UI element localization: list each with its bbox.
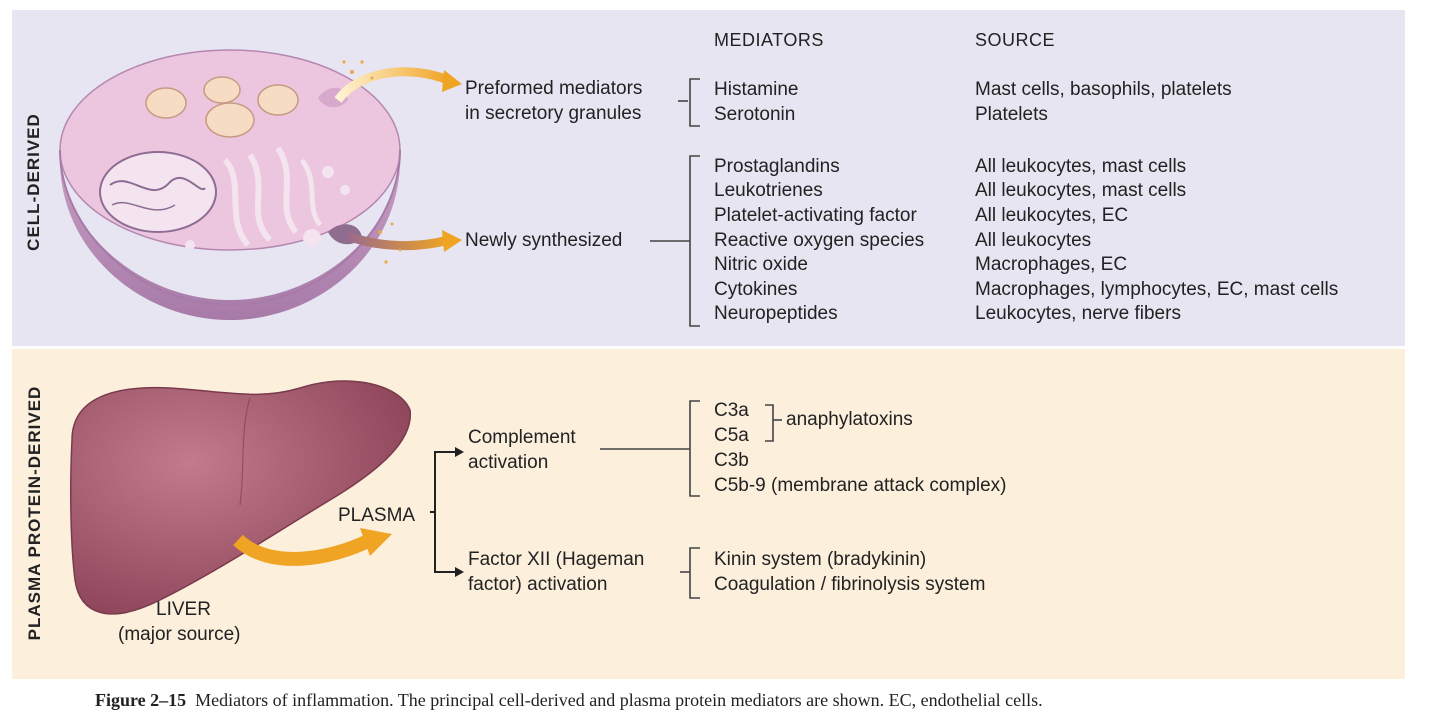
complement-item-c5a: C5a [714,425,749,446]
liver-sublabel: (major source) [118,624,241,645]
preformed-line2: in secretory granules [465,103,642,124]
mediator-row: Neuropeptides [714,303,838,324]
mediator-row: Cytokines [714,279,798,300]
figure-caption-text: Mediators of inflammation. The principal… [195,690,1043,710]
factor-item-coagulation: Coagulation / fibrinolysis system [714,574,986,595]
complement-line1: Complement [468,427,576,448]
preformed-line1: Preformed mediators [465,78,643,99]
complement-item-c3a: C3a [714,400,749,421]
mediator-histamine: Histamine [714,79,799,100]
liver-illustration [70,380,411,615]
source-row: Leukocytes, nerve fibers [975,303,1181,324]
mediator-row: Prostaglandins [714,156,840,177]
cell-derived-label: CELL-DERIVED [24,113,43,251]
source-row: All leukocytes, mast cells [975,156,1187,177]
figure-caption: Figure 2–15 Mediators of inflammation. T… [95,690,1043,711]
mediator-row: Leukotrienes [714,180,823,201]
source-row: Macrophages, lymphocytes, EC, mast cells [975,279,1339,300]
mediator-row: Reactive oxygen species [714,230,925,251]
source-row: All leukocytes [975,230,1092,251]
liver-label: LIVER [156,599,211,620]
mediators-header: MEDIATORS [714,30,824,50]
complement-item-c5b9: C5b-9 (membrane attack complex) [714,475,1007,496]
mediator-row: Platelet-activating factor [714,205,917,226]
source-row: All leukocytes, EC [975,205,1129,226]
source-serotonin: Platelets [975,104,1048,125]
factor-line2: factor) activation [468,574,608,595]
anaphylatoxins-label: anaphylatoxins [786,409,913,430]
source-histamine: Mast cells, basophils, platelets [975,79,1232,100]
plasma-label: PLASMA [338,505,416,526]
source-row: Macrophages, EC [975,254,1128,275]
mediator-row: Nitric oxide [714,254,808,275]
source-header: SOURCE [975,30,1056,50]
factor-item-kinin: Kinin system (bradykinin) [714,549,927,570]
newly-synthesized-label: Newly synthesized [465,230,623,251]
complement-item-c3b: C3b [714,450,749,471]
figure-number: Figure 2–15 [95,690,187,710]
cell-illustration [59,49,401,320]
mediator-serotonin: Serotonin [714,104,796,125]
complement-line2: activation [468,452,549,473]
factor-line1: Factor XII (Hageman [468,549,645,570]
source-row: All leukocytes, mast cells [975,180,1187,201]
plasma-derived-label: PLASMA PROTEIN-DERIVED [25,385,44,641]
